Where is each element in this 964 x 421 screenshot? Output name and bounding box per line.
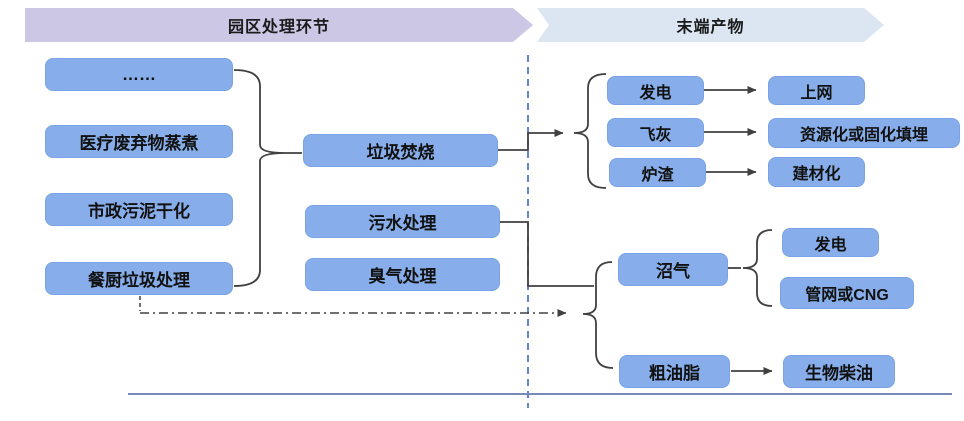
node-pipeline-cng: 管网或CNG [780, 277, 914, 309]
node-medical-waste: 医疗废弃物蒸煮 [45, 125, 233, 158]
header-end-products: 末端产物 [537, 8, 884, 42]
node-crude-grease: 粗油脂 [619, 355, 730, 388]
brace-biogas-outputs [742, 229, 773, 307]
node-power-generation: 发电 [607, 76, 704, 105]
node-kitchen-waste: 餐厨垃圾处理 [45, 262, 233, 295]
node-biodiesel: 生物柴油 [783, 355, 895, 388]
node-grid: 上网 [768, 76, 865, 105]
connector-sewage-out [500, 221, 594, 287]
node-building-material: 建材化 [768, 157, 865, 187]
brace-digestion-outputs [582, 261, 614, 369]
connector-incineration-out [498, 129, 564, 151]
node-fly-ash: 飞灰 [607, 118, 704, 147]
header-process-stage-label: 园区处理环节 [227, 19, 330, 36]
node-recycling-landfill: 资源化或固化填埋 [768, 118, 960, 148]
node-biogas-power: 发电 [782, 228, 879, 257]
node-odor-treatment: 臭气处理 [305, 258, 500, 291]
brace-incineration-outputs [573, 73, 607, 189]
header-end-products-label: 末端产物 [676, 19, 745, 36]
node-ellipsis: …… [45, 58, 233, 91]
node-municipal-sludge: 市政污泥干化 [45, 193, 233, 226]
node-biogas: 沼气 [618, 253, 728, 286]
header-process-stage: 园区处理环节 [25, 8, 533, 42]
node-incineration: 垃圾焚烧 [303, 134, 498, 167]
node-sewage-treatment: 污水处理 [305, 205, 500, 238]
node-slag: 炉渣 [609, 158, 706, 187]
brace-left-group [233, 69, 286, 287]
